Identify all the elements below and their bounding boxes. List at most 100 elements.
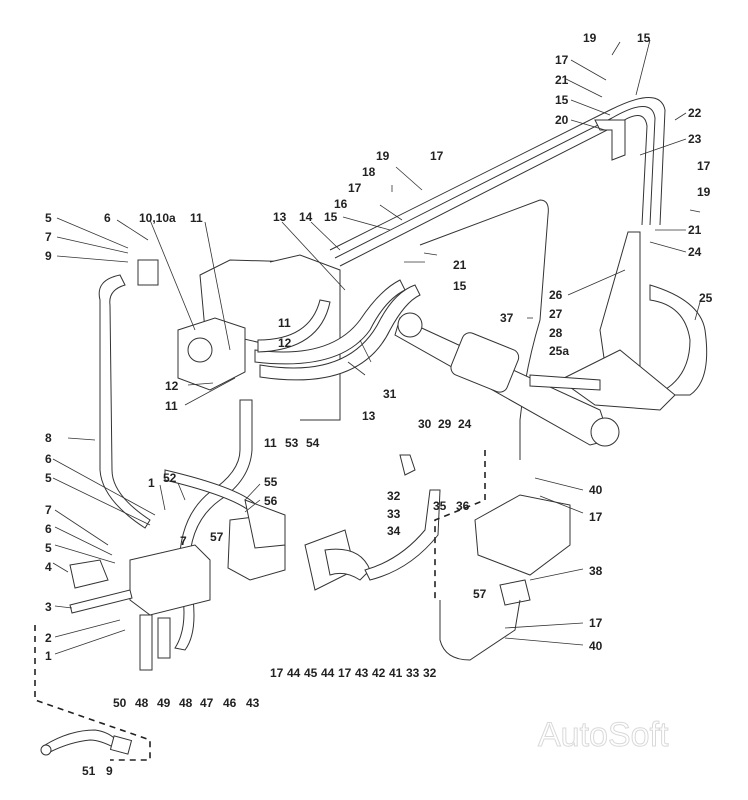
callout-23: 23 [688, 132, 702, 146]
callout-46: 46 [223, 696, 237, 710]
callout-20: 20 [555, 113, 569, 127]
leader-lines [52, 39, 701, 655]
suction-hose-34 [364, 454, 441, 581]
callout-35: 35 [433, 499, 447, 513]
callout-17: 17 [555, 53, 569, 67]
callout-16: 16 [334, 197, 348, 211]
callout-41: 41 [389, 666, 403, 680]
callout-17: 17 [589, 510, 603, 524]
callout-14: 14 [299, 210, 313, 224]
callout-28: 28 [549, 326, 563, 340]
callout-12: 12 [165, 379, 179, 393]
callout-11: 11 [190, 211, 203, 225]
callout-13: 13 [362, 409, 376, 423]
callout-24: 24 [458, 417, 472, 431]
callout-5: 5 [45, 541, 52, 555]
callout-36: 36 [456, 499, 470, 513]
callout-30: 30 [418, 417, 432, 431]
callout-18: 18 [362, 165, 376, 179]
callout-13: 13 [273, 210, 287, 224]
callout-4: 4 [45, 560, 52, 574]
callout-42: 42 [372, 666, 386, 680]
callout-6: 6 [45, 452, 52, 466]
steering-cylinder [394, 312, 620, 447]
callout-6: 6 [104, 211, 111, 225]
callout-31: 31 [383, 387, 397, 401]
callout-11: 11 [278, 316, 291, 330]
callout-50: 50 [113, 696, 127, 710]
callout-40: 40 [589, 483, 603, 497]
callout-1: 1 [148, 476, 155, 490]
filter-housing-left [227, 499, 286, 581]
callout-51: 51 [82, 764, 96, 778]
callout-11: 11 [264, 436, 277, 450]
callout-27: 27 [549, 307, 563, 321]
callout-5: 5 [45, 211, 52, 225]
callout-21: 21 [688, 223, 702, 237]
callout-17: 17 [270, 666, 284, 680]
callout-37: 37 [500, 311, 514, 325]
group-boundary-right [434, 450, 486, 600]
callout-9: 9 [106, 764, 113, 778]
callout-8: 8 [45, 431, 52, 445]
callout-32: 32 [423, 666, 437, 680]
callout-54: 54 [306, 436, 320, 450]
callout-25: 25 [699, 291, 713, 305]
callout-38: 38 [589, 564, 603, 578]
callout-24: 24 [688, 245, 702, 259]
callout-45: 45 [304, 666, 318, 680]
pump-right [439, 494, 571, 661]
callout-47: 47 [200, 696, 214, 710]
callout-32: 32 [387, 489, 401, 503]
callout-56: 56 [264, 494, 278, 508]
callout-3: 3 [45, 600, 52, 614]
callout-52: 52 [163, 471, 177, 485]
callout-10-10a: 10,10a [139, 211, 176, 225]
callout-29: 29 [438, 417, 452, 431]
return-hose-8 [98, 259, 159, 529]
callout-33: 33 [406, 666, 420, 680]
callout-21: 21 [555, 73, 569, 87]
callout-17: 17 [338, 666, 352, 680]
callout-25a: 25a [549, 344, 570, 358]
callout-7: 7 [180, 534, 187, 548]
callout-6: 6 [45, 522, 52, 536]
callout-7: 7 [45, 503, 52, 517]
callout-19: 19 [697, 185, 711, 199]
callout-15: 15 [324, 210, 338, 224]
callout-15: 15 [637, 31, 651, 45]
callout-17: 17 [589, 616, 603, 630]
callout-15: 15 [555, 93, 569, 107]
detail-pipe-51 [40, 729, 133, 756]
callout-40: 40 [589, 639, 603, 653]
callout-48: 48 [135, 696, 149, 710]
valve-block [69, 469, 261, 671]
watermark: AutoSoft [537, 716, 669, 755]
callout-11: 11 [165, 399, 178, 413]
callout-17: 17 [348, 181, 362, 195]
callout-17: 17 [430, 149, 444, 163]
pump-assembly [177, 254, 421, 421]
callout-44: 44 [287, 666, 301, 680]
callout-9: 9 [45, 249, 52, 263]
callout-2: 2 [45, 631, 52, 645]
callout-55: 55 [264, 475, 278, 489]
callout-21: 21 [453, 258, 467, 272]
callout-26: 26 [549, 288, 563, 302]
center-flange [304, 529, 371, 591]
callout-43: 43 [355, 666, 369, 680]
callout-49: 49 [157, 696, 171, 710]
callout-15: 15 [453, 279, 467, 293]
callout-19: 19 [376, 149, 390, 163]
callout-43: 43 [246, 696, 260, 710]
callout-44: 44 [321, 666, 335, 680]
callout-48: 48 [179, 696, 193, 710]
callout-12: 12 [278, 336, 292, 350]
callout-34: 34 [387, 524, 401, 538]
callout-17: 17 [697, 159, 711, 173]
callout-53: 53 [285, 436, 299, 450]
upper-pipe-assembly [329, 97, 708, 460]
callout-57: 57 [473, 587, 487, 601]
callout-7: 7 [45, 230, 52, 244]
